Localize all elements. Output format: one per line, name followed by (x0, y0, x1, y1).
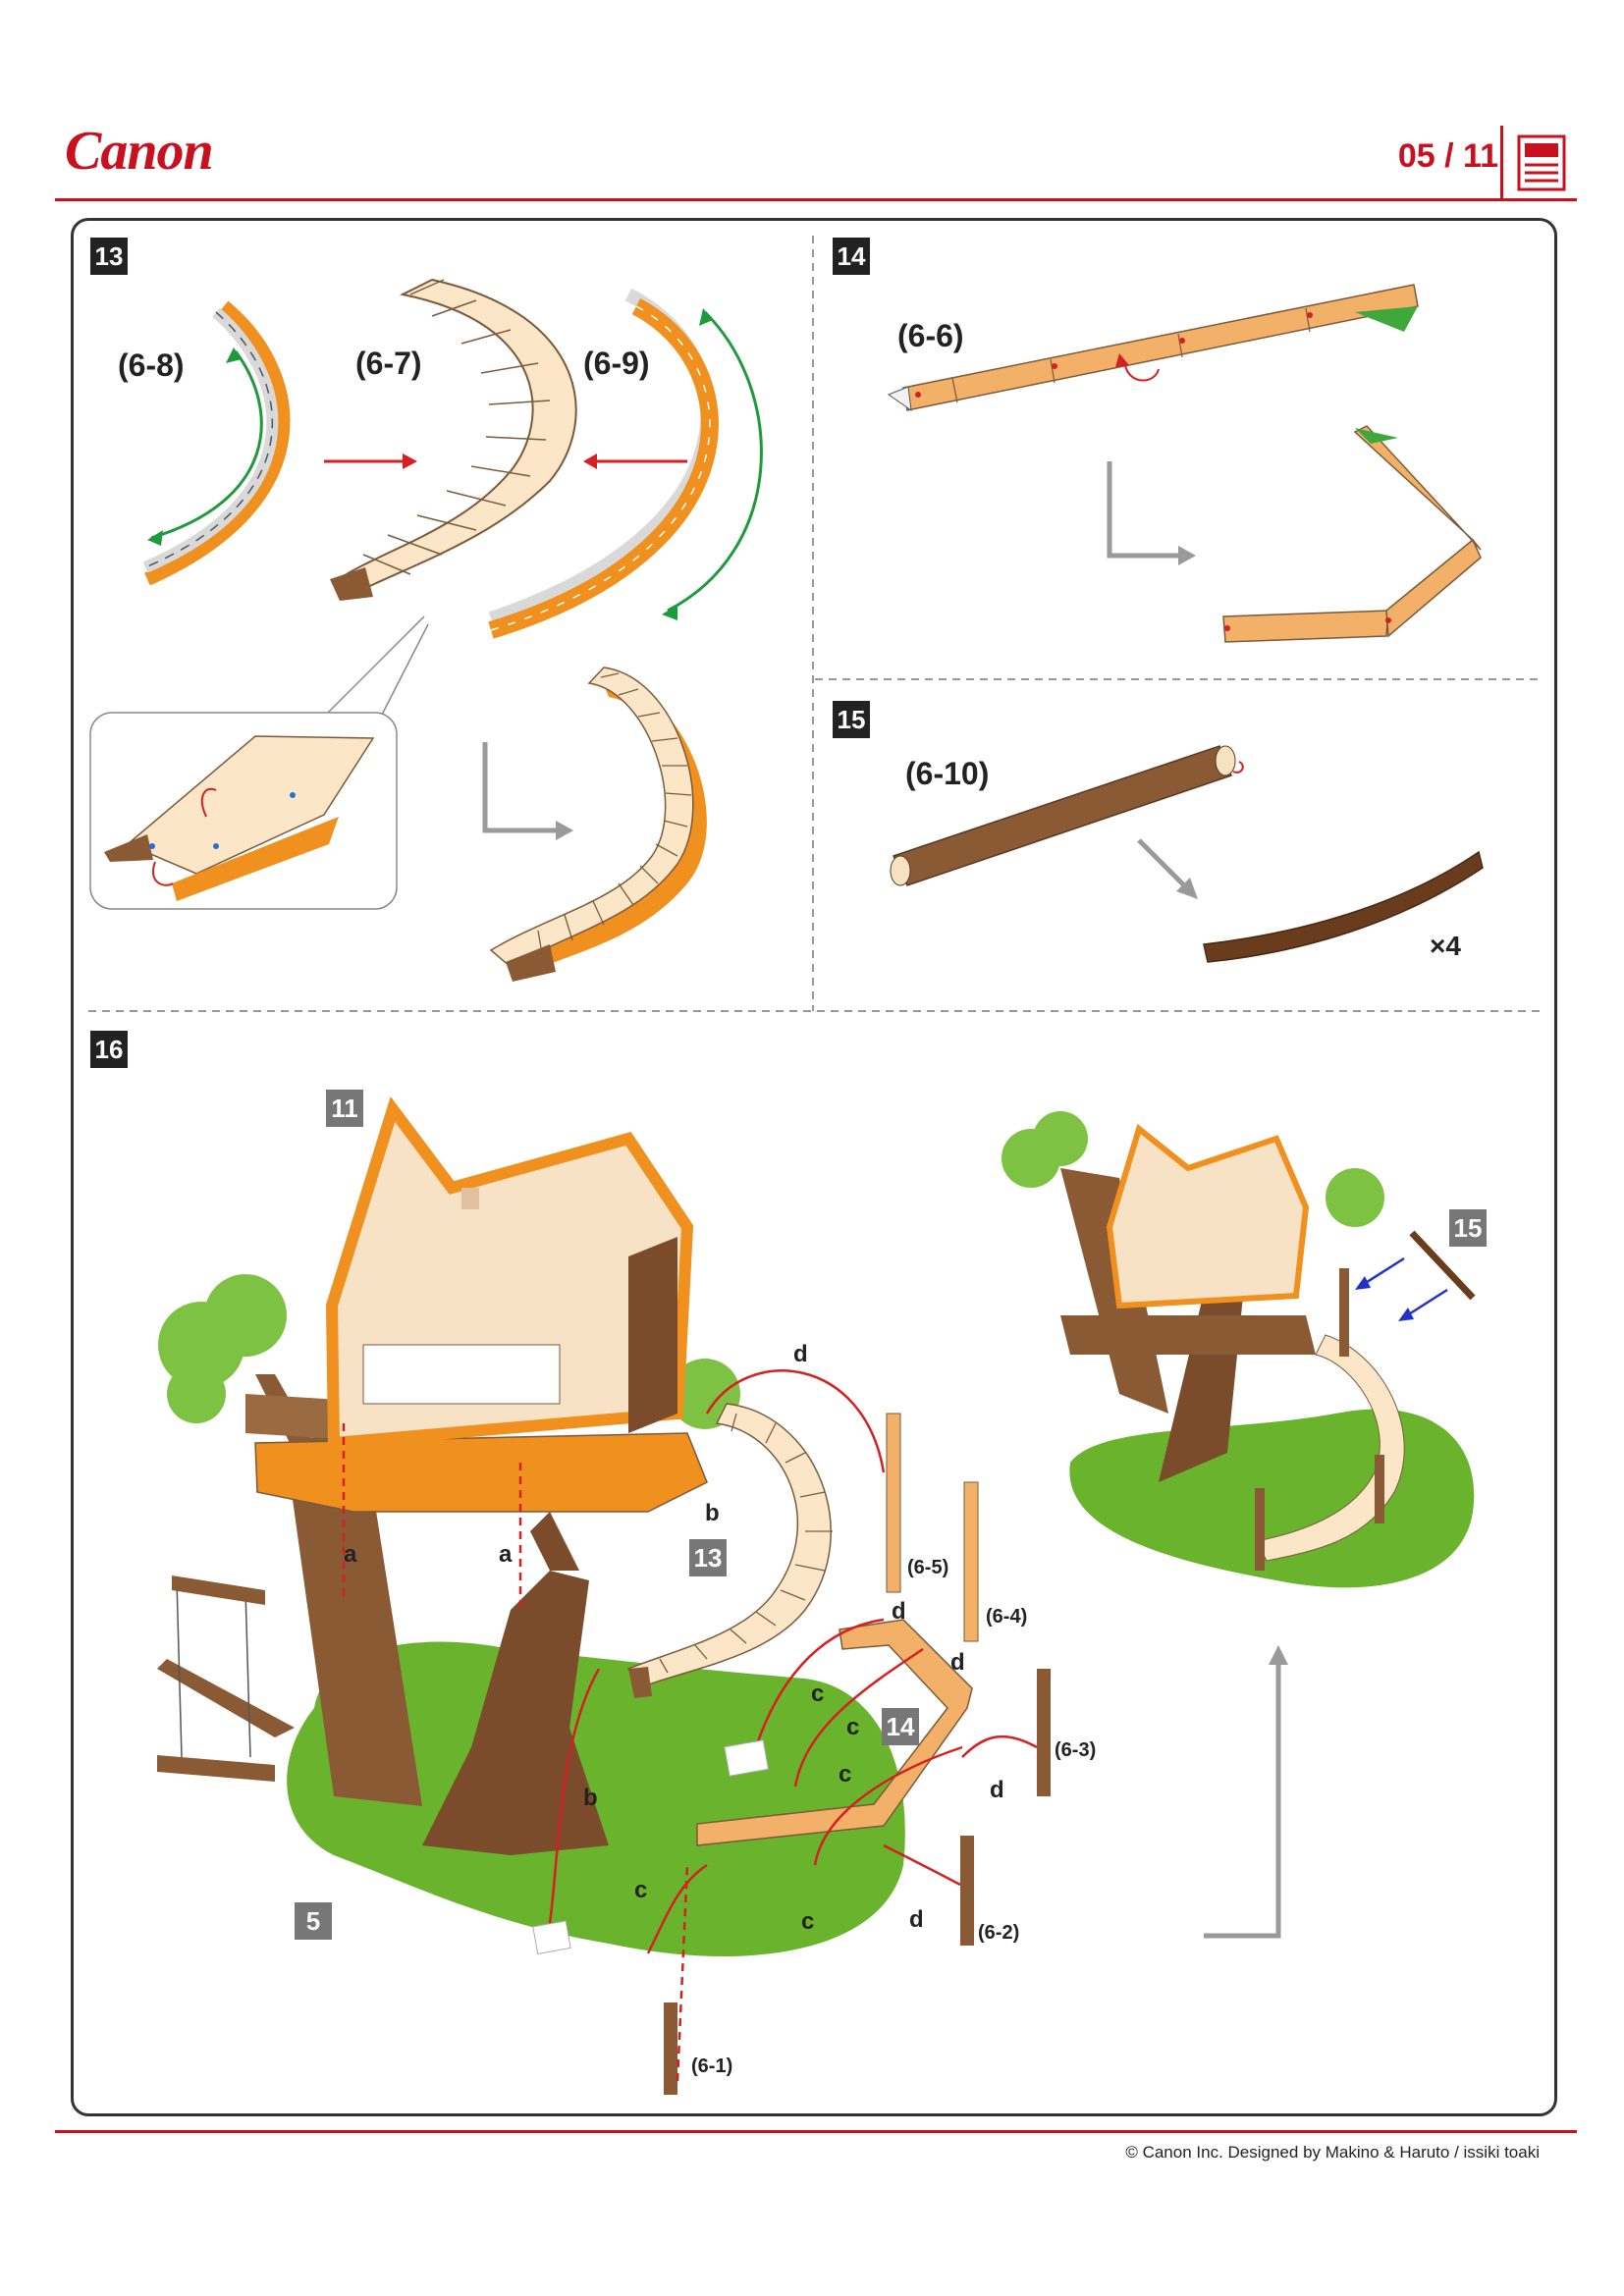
part-label-6-2: (6-2) (978, 1922, 1020, 1944)
platform (254, 1432, 708, 1513)
part-label-6-3: (6-3) (1055, 1739, 1097, 1761)
part-label-6-10: (6-10) (905, 756, 990, 791)
step-number-16: 16 (90, 1031, 128, 1068)
ref-step-13: 13 (689, 1539, 727, 1576)
grass-base-main (287, 1641, 905, 1957)
connector-label-d: d (950, 1649, 965, 1676)
connector-label-c: c (839, 1761, 852, 1788)
instruction-frame (71, 218, 1557, 2116)
connector-label-d: d (909, 1906, 924, 1933)
footer-rule (55, 2130, 1577, 2133)
stair-assembled-13 (489, 667, 707, 982)
connector-label-a: a (344, 1541, 357, 1568)
header-divider (1500, 126, 1503, 200)
log-6-10 (890, 745, 1236, 886)
part-label-6-1: (6-1) (691, 2056, 733, 2077)
connector-label-c: c (811, 1681, 825, 1707)
scene-rail (696, 1619, 973, 1846)
connector-label-b: b (583, 1785, 598, 1811)
part-label-6-6: (6-6) (897, 318, 964, 353)
connector-label-a: a (499, 1541, 513, 1568)
completed-scene (1001, 1111, 1475, 1588)
copyright-credit: © Canon Inc. Designed by Makino & Haruto… (1125, 2143, 1540, 2162)
rail-bent-14 (1222, 425, 1482, 643)
tree-right-trunk (422, 1512, 609, 1855)
quantity-label: ×4 (1430, 931, 1461, 961)
stair-strip-6-7 (330, 278, 577, 601)
poles (664, 1413, 1051, 2095)
stair-strip-6-9 (488, 288, 719, 639)
rail-strip-6-6 (887, 284, 1419, 412)
callout-detail (104, 735, 375, 901)
part-label-6-5: (6-5) (907, 1557, 949, 1578)
step-number-13: 13 (90, 238, 128, 275)
page-indicator: 05 / 11 (1397, 137, 1498, 175)
canon-logo: Canon (65, 121, 214, 182)
assembly-arrows (342, 1369, 1038, 2082)
part-label-6-8: (6-8) (118, 347, 185, 383)
part-label-6-7: (6-7) (355, 346, 422, 381)
connector-label-d: d (990, 1777, 1004, 1803)
step-number-15: 15 (833, 701, 870, 738)
connector-label-b: b (705, 1500, 720, 1526)
connector-label-c: c (634, 1877, 648, 1903)
connector-label-c: c (846, 1714, 860, 1740)
ref-step-15: 15 (1449, 1209, 1487, 1247)
scene-stairs (626, 1403, 833, 1698)
connector-label-d: d (892, 1598, 906, 1625)
treehouse (325, 1095, 694, 1450)
stair-strip-6-8 (142, 300, 291, 586)
header-rule (55, 198, 1577, 201)
ref-step-14: 14 (882, 1708, 919, 1745)
connector-label-c: c (801, 1908, 815, 1935)
document-icon[interactable] (1516, 133, 1571, 197)
connector-label-d: d (793, 1341, 808, 1367)
ref-step-5: 5 (295, 1902, 332, 1940)
part-label-6-9: (6-9) (583, 346, 650, 381)
part-label-6-4: (6-4) (986, 1606, 1028, 1628)
step-number-14: 14 (833, 238, 870, 275)
ref-step-11: 11 (326, 1090, 363, 1127)
